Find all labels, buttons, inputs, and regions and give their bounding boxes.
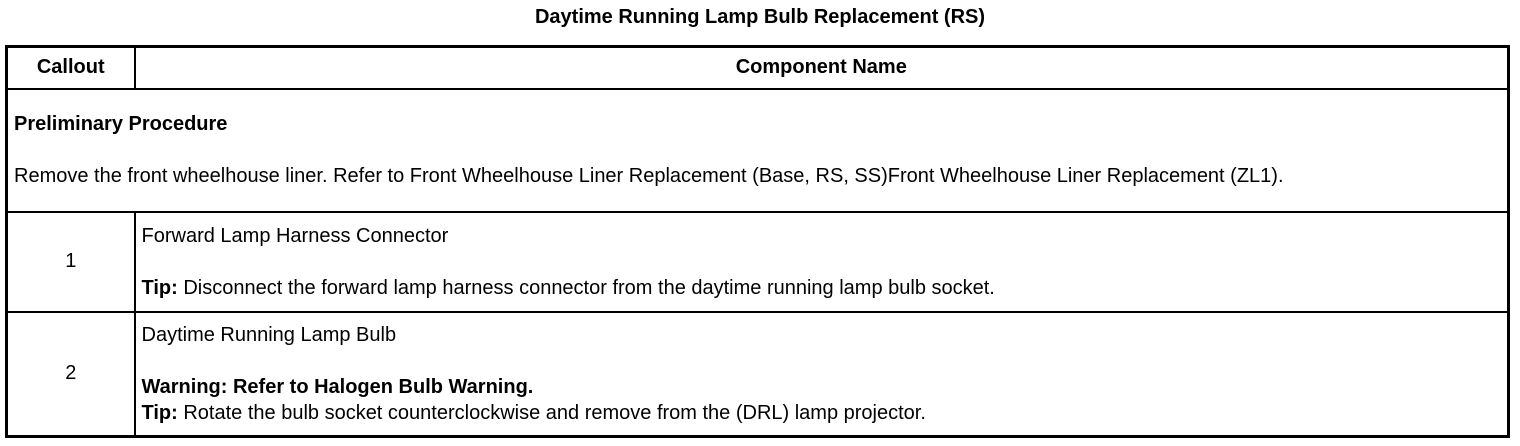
preliminary-procedure-text: Remove the front wheelhouse liner. Refer… — [14, 165, 1284, 188]
callout-number: 2 — [5, 310, 136, 438]
component-name: Daytime Running Lamp Bulb — [141, 323, 397, 346]
tip-label: Tip: — [141, 401, 178, 424]
callout-column-header: Callout — [5, 45, 136, 90]
table-row: 1 Forward Lamp Harness Connector Tip: Di… — [5, 210, 1510, 313]
preliminary-procedure-cell: Preliminary Procedure Remove the front w… — [5, 87, 1510, 213]
component-name: Forward Lamp Harness Connector — [141, 224, 449, 247]
preliminary-procedure-heading: Preliminary Procedure — [14, 113, 228, 136]
tip-line: Tip: Rotate the bulb socket counterclock… — [142, 400, 1502, 426]
page-title: Daytime Running Lamp Bulb Replacement (R… — [534, 6, 986, 28]
tip-line: Tip: Disconnect the forward lamp harness… — [142, 275, 1502, 301]
warning-text: Warning: Refer to Halogen Bulb Warning. — [141, 375, 534, 398]
tip-label: Tip: — [141, 276, 178, 299]
preliminary-procedure-row: Preliminary Procedure Remove the front w… — [5, 87, 1510, 213]
spacer — [14, 137, 1501, 163]
spacer — [142, 348, 1502, 374]
tip-text: Rotate the bulb socket counterclockwise … — [177, 401, 926, 424]
procedure-table: Callout Component Name Preliminary Proce… — [5, 45, 1510, 438]
component-cell: Forward Lamp Harness Connector Tip: Disc… — [133, 210, 1510, 313]
tip-text: Disconnect the forward lamp harness conn… — [177, 276, 995, 299]
component-cell: Daytime Running Lamp Bulb Warning: Refer… — [133, 310, 1510, 438]
spacer — [142, 249, 1502, 275]
callout-number: 1 — [5, 210, 136, 313]
table-row: 2 Daytime Running Lamp Bulb Warning: Ref… — [5, 310, 1510, 438]
table-header-row: Callout Component Name — [5, 45, 1510, 90]
component-column-header: Component Name — [133, 45, 1510, 90]
